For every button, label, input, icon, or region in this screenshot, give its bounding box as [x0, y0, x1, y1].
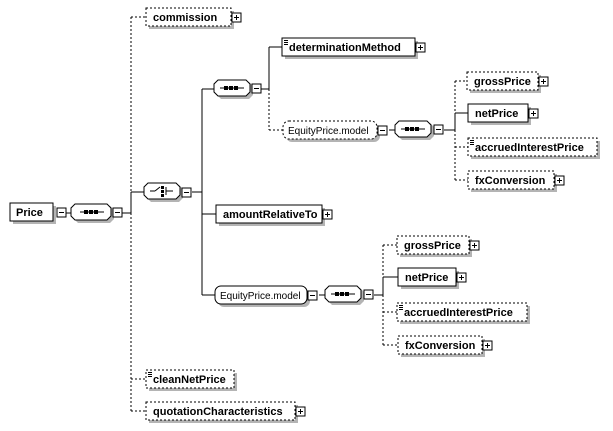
- root-element-price[interactable]: Price: [9, 202, 67, 224]
- element-label: fxConversion: [405, 340, 476, 352]
- element-accrued-interest-price-2[interactable]: accruedInterestPrice: [396, 302, 530, 324]
- expand-plus-icon[interactable]: [295, 406, 306, 417]
- element-nodes: commission determinationMethodEquityPrice…: [145, 7, 600, 423]
- sequence-compositor-icon: [80, 210, 104, 214]
- element-label: commission: [153, 12, 217, 24]
- collapse-minus-icon[interactable]: [377, 125, 388, 136]
- sequence-compositor-upper: [213, 79, 262, 99]
- collapse-minus-icon[interactable]: [181, 187, 192, 198]
- expand-plus-icon[interactable]: [554, 175, 565, 186]
- element-amount-relative-to[interactable]: amountRelativeTo: [215, 204, 333, 226]
- expand-plus-icon[interactable]: [528, 108, 539, 119]
- connectors: [66, 16, 468, 412]
- sequence-compositor-icon: [331, 292, 355, 296]
- element-net-price-1[interactable]: netPrice: [467, 103, 539, 125]
- sequence-compositor-icon: [220, 86, 244, 90]
- expand-plus-icon[interactable]: [482, 340, 493, 351]
- element-label: netPrice: [405, 272, 448, 284]
- sequence-compositor-model1: [394, 120, 444, 140]
- element-label: EquityPrice.model: [220, 291, 301, 302]
- element-label: determinationMethod: [289, 42, 401, 54]
- collapse-minus-icon[interactable]: [307, 290, 318, 301]
- element-gross-price-1[interactable]: grossPrice: [466, 71, 549, 93]
- collapse-minus-icon[interactable]: [433, 124, 444, 135]
- element-label: netPrice: [475, 108, 518, 120]
- sequence-compositor-model2: [324, 285, 374, 305]
- collapse-minus-icon[interactable]: [251, 83, 262, 94]
- element-label: grossPrice: [474, 76, 531, 88]
- element-equity-price-model-1[interactable]: EquityPrice.model: [282, 120, 388, 142]
- element-fx-conversion-2[interactable]: fxConversion: [397, 335, 493, 357]
- expand-plus-icon[interactable]: [231, 12, 242, 23]
- element-equity-price-model-2[interactable]: EquityPrice.model: [214, 285, 318, 307]
- expand-plus-icon[interactable]: [322, 209, 333, 220]
- collapse-minus-icon[interactable]: [112, 207, 123, 218]
- choice-compositor-icon: [150, 186, 173, 197]
- element-label: amountRelativeTo: [223, 209, 318, 221]
- element-accrued-interest-price-1[interactable]: accruedInterestPrice: [467, 137, 600, 159]
- element-commission[interactable]: commission: [145, 7, 242, 29]
- sequence-compositor-icon: [401, 127, 425, 131]
- element-label: EquityPrice.model: [288, 126, 369, 137]
- element-clean-net-price[interactable]: cleanNetPrice: [145, 369, 237, 391]
- element-determination-method[interactable]: determinationMethod: [281, 37, 426, 59]
- element-label: accruedInterestPrice: [475, 142, 584, 154]
- collapse-minus-icon[interactable]: [56, 207, 67, 218]
- element-fx-conversion-1[interactable]: fxConversion: [467, 170, 565, 192]
- element-net-price-2[interactable]: netPrice: [397, 267, 467, 289]
- expand-plus-icon[interactable]: [538, 76, 549, 87]
- collapse-minus-icon[interactable]: [363, 289, 374, 300]
- choice-compositor-main: [143, 182, 192, 202]
- root-label: Price: [16, 207, 43, 219]
- expand-plus-icon[interactable]: [469, 240, 480, 251]
- expand-plus-icon[interactable]: [456, 272, 467, 283]
- element-label: fxConversion: [475, 175, 546, 187]
- element-label: grossPrice: [404, 240, 461, 252]
- element-label: accruedInterestPrice: [404, 307, 513, 319]
- sequence-compositor-root: [70, 203, 123, 223]
- element-label: cleanNetPrice: [153, 374, 226, 386]
- expand-plus-icon[interactable]: [415, 42, 426, 53]
- element-quotation-characteristics[interactable]: quotationCharacteristics: [145, 401, 306, 423]
- element-gross-price-2[interactable]: grossPrice: [396, 235, 480, 257]
- element-label: quotationCharacteristics: [153, 406, 283, 418]
